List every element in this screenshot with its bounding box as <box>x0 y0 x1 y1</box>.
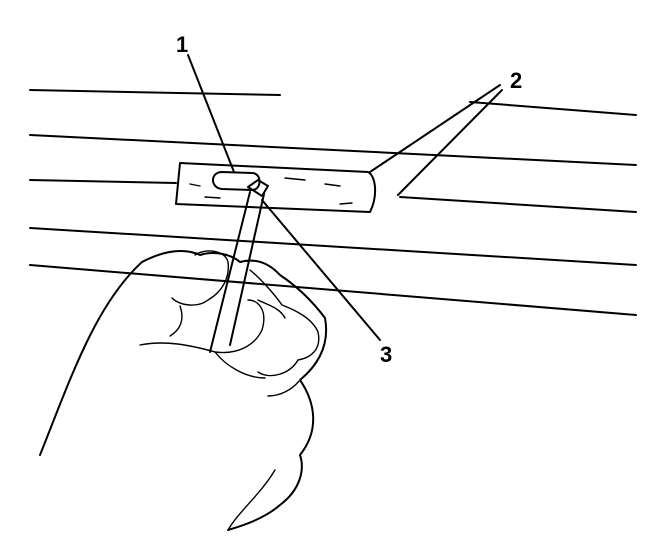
repair-tab-outline <box>175 162 376 213</box>
leader-3 <box>261 199 381 341</box>
wire-slot <box>212 171 261 191</box>
hand <box>39 249 328 531</box>
grid-line-5 <box>29 264 637 316</box>
thumb <box>249 269 320 377</box>
defroster-grid-lines <box>29 89 637 316</box>
finger-curl-2 <box>171 250 229 306</box>
callout-leaders <box>187 54 503 341</box>
leader-2a <box>369 84 501 173</box>
leader-1 <box>187 54 235 173</box>
tool-shaft <box>209 191 265 353</box>
finger-tip <box>267 379 301 397</box>
grid-line-2 <box>29 134 637 166</box>
knuckle-1 <box>214 351 266 379</box>
callout-2: 2 <box>510 68 522 93</box>
repair-tab-highlight <box>189 177 353 205</box>
hand-outline <box>39 249 328 531</box>
callout-3: 3 <box>380 342 392 367</box>
leader-2b <box>397 89 503 196</box>
grid-line-4 <box>29 227 637 266</box>
repair-tab <box>175 162 376 213</box>
knuckle-2 <box>169 305 183 337</box>
grid-line-1 <box>29 89 637 116</box>
callout-1: 1 <box>176 32 188 57</box>
wrist-line <box>227 469 276 531</box>
grid-line-3 <box>29 179 637 213</box>
tool-tip <box>247 179 269 197</box>
finger-curl-1 <box>139 299 265 354</box>
palm-crease <box>257 299 286 319</box>
tool <box>209 179 269 353</box>
